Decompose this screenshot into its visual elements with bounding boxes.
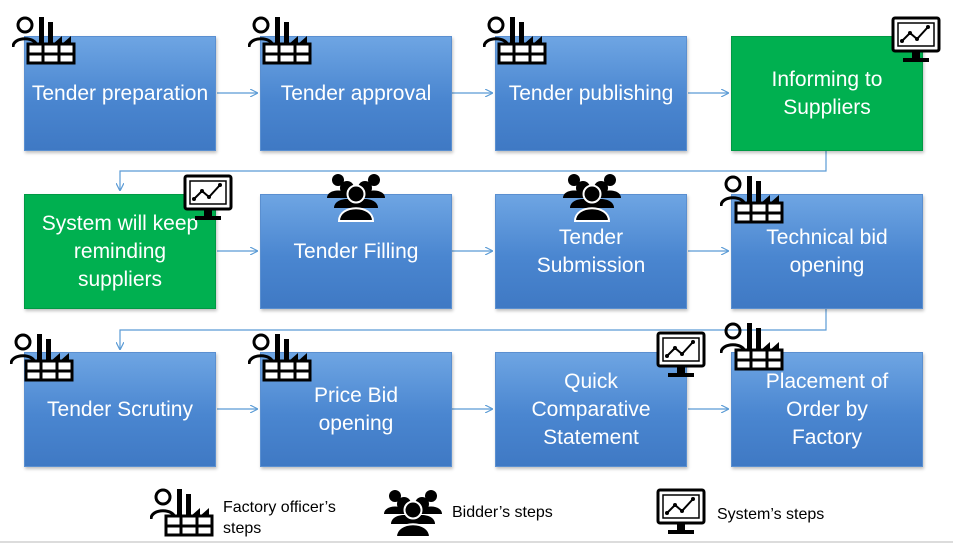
bidder-group-icon bbox=[384, 490, 442, 538]
factory-officer-icon bbox=[10, 333, 74, 382]
legend-factory-officer-label: Factory officer’s steps bbox=[223, 499, 336, 537]
step-label: Tender preparation bbox=[31, 81, 209, 105]
step-tender-scrutiny: Tender Scrutiny bbox=[24, 352, 216, 467]
step-label: System will keep reminding suppliers bbox=[41, 211, 199, 291]
factory-officer-icon bbox=[248, 333, 312, 382]
legend-bidder-label: Bidder’s steps bbox=[452, 504, 553, 521]
system-monitor-icon bbox=[891, 16, 941, 62]
factory-officer-icon bbox=[720, 322, 784, 371]
bidder-group-icon bbox=[327, 174, 385, 222]
step-label: Tender approval bbox=[280, 81, 432, 105]
step-label: Tender publishing bbox=[508, 81, 674, 105]
step-label: Placement of Order by Factory bbox=[765, 369, 889, 449]
factory-officer-icon bbox=[12, 16, 76, 65]
connector-arrow bbox=[120, 151, 827, 190]
step-system-reminding: System will keep reminding suppliers bbox=[24, 194, 216, 309]
step-tender-submission: Tender Submission bbox=[495, 194, 687, 309]
legend-system-label: System’s steps bbox=[717, 506, 825, 523]
factory-officer-icon bbox=[150, 488, 214, 537]
step-quick-comparative-statement: Quick Comparative Statement bbox=[495, 352, 687, 467]
step-tender-approval: Tender approval bbox=[260, 36, 452, 151]
factory-officer-icon bbox=[248, 16, 312, 65]
bottom-divider bbox=[0, 541, 953, 543]
step-label: Quick Comparative Statement bbox=[531, 369, 651, 449]
system-monitor-icon bbox=[656, 488, 706, 534]
step-label: Tender Scrutiny bbox=[47, 397, 193, 421]
bidder-group-icon bbox=[563, 174, 621, 222]
step-informing-suppliers: Informing to Suppliers bbox=[731, 36, 923, 151]
step-label: Price Bid opening bbox=[313, 383, 399, 435]
step-label: Tender Filling bbox=[293, 239, 419, 263]
system-monitor-icon bbox=[183, 174, 233, 220]
factory-officer-icon bbox=[483, 16, 547, 65]
step-label: Informing to Suppliers bbox=[771, 67, 883, 119]
step-label: Technical bid opening bbox=[766, 225, 888, 277]
step-label: Tender Submission bbox=[536, 225, 646, 277]
factory-officer-icon bbox=[720, 175, 784, 224]
system-monitor-icon bbox=[656, 331, 706, 377]
connector-arrow bbox=[120, 309, 827, 349]
step-placement-of-order: Placement of Order by Factory bbox=[731, 352, 923, 467]
